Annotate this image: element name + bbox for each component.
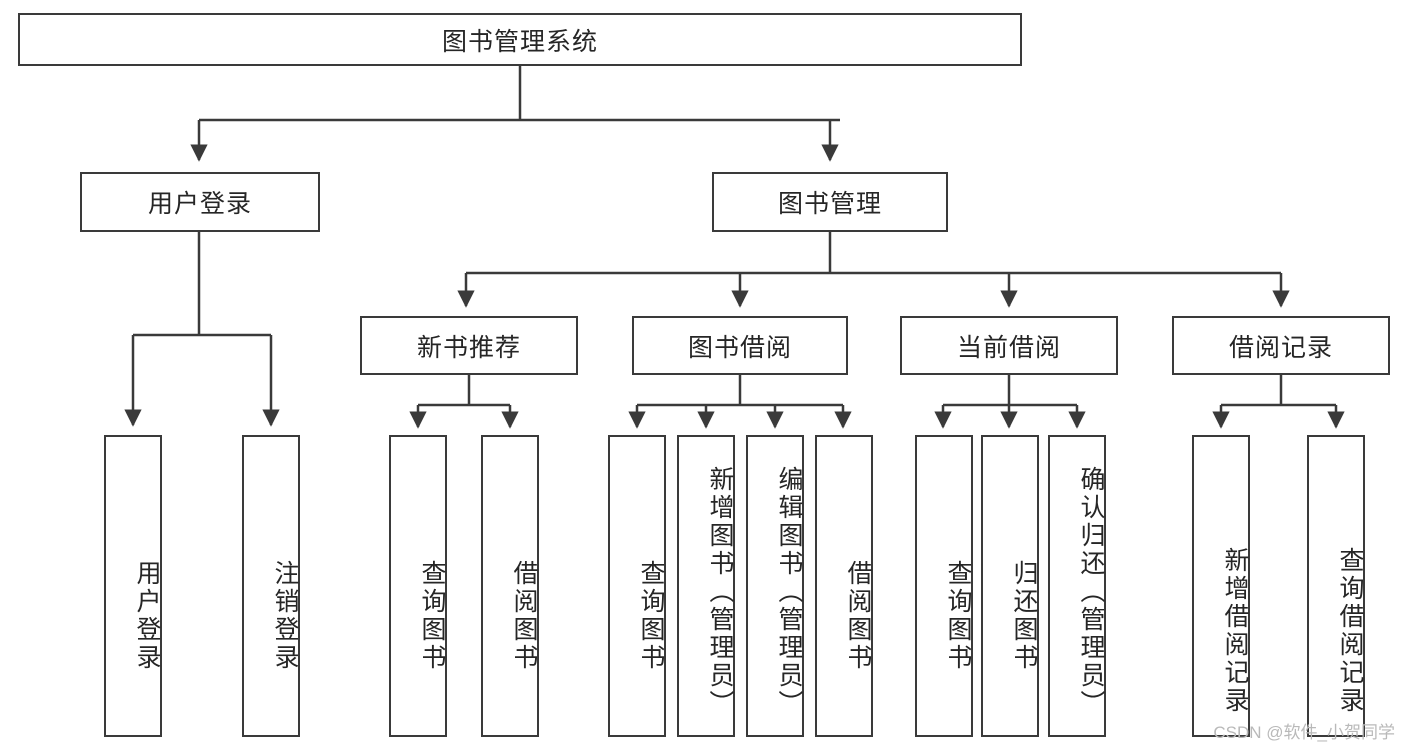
node-label: 借阅图书	[844, 560, 872, 672]
node-label: 图书借阅	[687, 333, 792, 362]
node-label: 归还图书	[1010, 560, 1038, 672]
node-label: 新增借阅记录	[1221, 547, 1249, 715]
node-label: 注销登录	[271, 560, 299, 672]
node-leaf-return-book[interactable]: 归还图书	[981, 435, 1039, 737]
node-label: 查询图书	[944, 560, 972, 672]
node-book-management[interactable]: 图书管理	[712, 172, 948, 232]
node-label: 编辑图书（管理员）	[775, 466, 803, 718]
node-label: 用户登录	[133, 560, 161, 672]
node-borrow-record[interactable]: 借阅记录	[1172, 316, 1390, 375]
node-leaf-query-book-3[interactable]: 查询图书	[915, 435, 973, 737]
node-leaf-logout-login[interactable]: 注销登录	[242, 435, 300, 737]
node-leaf-borrow-book-1[interactable]: 借阅图书	[481, 435, 539, 737]
node-new-book-recommend[interactable]: 新书推荐	[360, 316, 578, 375]
node-leaf-edit-book[interactable]: 编辑图书（管理员）	[746, 435, 804, 737]
node-book-management-system[interactable]: 图书管理系统	[18, 13, 1022, 66]
node-label: 新书推荐	[416, 333, 521, 362]
node-leaf-user-login[interactable]: 用户登录	[104, 435, 162, 737]
node-label: 用户登录	[147, 190, 252, 218]
node-leaf-query-book-1[interactable]: 查询图书	[389, 435, 447, 737]
node-leaf-add-borrow-record[interactable]: 新增借阅记录	[1192, 435, 1250, 737]
node-leaf-confirm-return[interactable]: 确认归还（管理员）	[1048, 435, 1106, 737]
node-user-login[interactable]: 用户登录	[80, 172, 320, 232]
watermark-text: CSDN @软件_小贺同学	[1213, 723, 1395, 742]
node-leaf-borrow-book-2[interactable]: 借阅图书	[815, 435, 873, 737]
node-leaf-query-book-2[interactable]: 查询图书	[608, 435, 666, 737]
node-book-borrow[interactable]: 图书借阅	[632, 316, 848, 375]
node-current-borrow[interactable]: 当前借阅	[900, 316, 1118, 375]
node-label: 确认归还（管理员）	[1077, 466, 1105, 718]
node-label: 当前借阅	[956, 333, 1061, 362]
node-label: 借阅图书	[510, 560, 538, 672]
node-label: 查询图书	[637, 560, 665, 672]
node-label: 图书管理	[777, 190, 882, 218]
node-label: 查询借阅记录	[1336, 547, 1364, 715]
node-label: 图书管理系统	[441, 27, 598, 56]
node-leaf-add-book[interactable]: 新增图书（管理员）	[677, 435, 735, 737]
node-leaf-query-borrow-record[interactable]: 查询借阅记录	[1307, 435, 1365, 737]
node-label: 新增图书（管理员）	[706, 466, 734, 718]
node-label: 借阅记录	[1228, 333, 1333, 362]
node-label: 查询图书	[418, 560, 446, 672]
